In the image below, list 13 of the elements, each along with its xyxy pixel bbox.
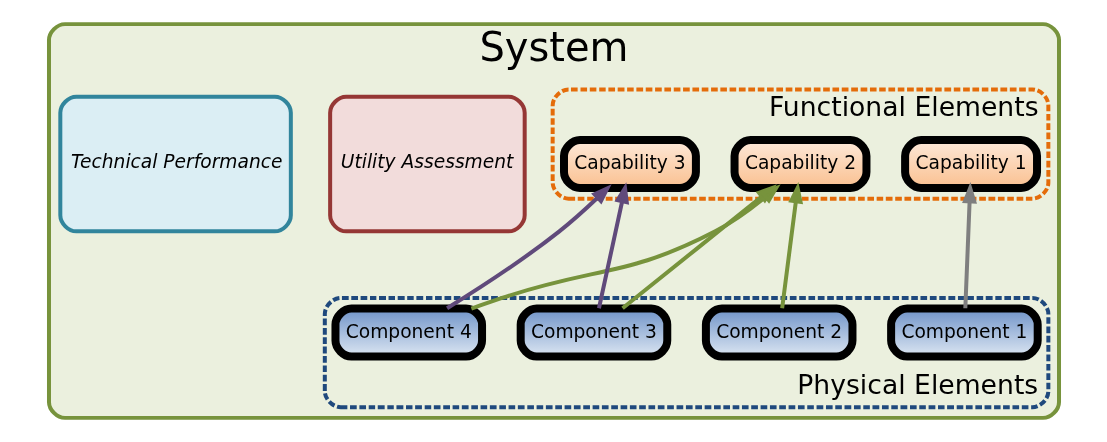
node-box: Capability 3 [559,136,700,192]
node-box: Capability 1 [900,136,1041,192]
node-box: Component 2 [701,304,856,361]
node-box: Component 4 [330,304,486,361]
node-box: Component 3 [516,304,671,361]
node-box: Technical Performance [57,94,293,234]
arrow [596,182,629,309]
arrow [961,182,977,309]
arrow [779,182,803,309]
node-box: Capability 2 [730,136,870,192]
node-box: Component 1 [886,304,1042,361]
arrow [445,184,612,310]
node-box: Utility Assessment [327,94,527,234]
